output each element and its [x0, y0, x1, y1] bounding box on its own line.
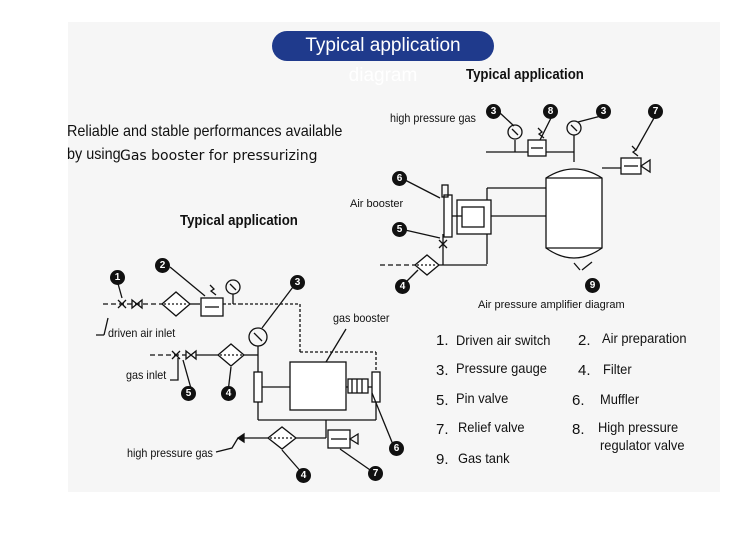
pressure-gauge-right-2	[566, 120, 582, 136]
legend-text-8: High pressure	[598, 419, 679, 435]
legend-num-6: 6.	[572, 392, 585, 409]
legend-text-9: Gas tank	[458, 450, 510, 466]
legend-num-9: 9.	[436, 451, 449, 468]
legend-num-3: 3.	[436, 362, 449, 379]
callout-right-8: 8	[543, 104, 558, 119]
legend-num-1: 1.	[436, 332, 449, 349]
label-driven-air-inlet: driven air inlet	[108, 326, 176, 340]
callout-right-3b: 3	[596, 104, 611, 119]
legend-text-1: Driven air switch	[456, 332, 551, 348]
callout-right-6: 6	[392, 171, 407, 186]
pressure-gauge-right-1	[507, 124, 523, 140]
callout-left-5: 5	[181, 386, 196, 401]
label-air-booster: Air booster	[350, 198, 404, 210]
callout-left-4b: 4	[296, 468, 311, 483]
intro-line-1: Reliable and stable performances availab…	[67, 123, 343, 140]
legend-text-7: Relief valve	[458, 419, 525, 435]
callout-right-4: 4	[395, 279, 410, 294]
legend-text-3: Pressure gauge	[456, 360, 547, 376]
legend-text-4: Filter	[603, 361, 632, 377]
callout-left-2: 2	[155, 258, 170, 273]
label-gas-inlet: gas inlet	[126, 368, 167, 382]
legend-text-6: Muffler	[600, 391, 640, 407]
legend-num-8: 8.	[572, 421, 585, 438]
callout-left-3: 3	[290, 275, 305, 290]
label-gas-booster: gas booster	[333, 311, 390, 325]
callout-right-9: 9	[585, 278, 600, 293]
gas-booster-body	[289, 361, 347, 411]
header-title: Typical application diagram	[272, 31, 494, 86]
label-high-pressure-gas-right: high pressure gas	[390, 111, 476, 125]
label-diagram-caption: Air pressure amplifier diagram	[478, 299, 625, 311]
muffler-left	[347, 378, 369, 394]
left-diagram-title: Typical application	[180, 212, 298, 229]
right-diagram-title: Typical application	[466, 66, 584, 83]
legend-text-8-line-2: regulator valve	[600, 437, 685, 453]
legend-text-2: Air preparation	[602, 330, 687, 346]
legend-num-2: 2.	[578, 332, 591, 349]
air-booster	[456, 199, 492, 235]
callout-left-4a: 4	[221, 386, 236, 401]
legend-text-5: Pin valve	[456, 390, 509, 406]
legend-num-7: 7.	[436, 421, 449, 438]
callout-left-6: 6	[389, 441, 404, 456]
intro-line-2-rest: Gas booster for pressurizing	[120, 148, 318, 164]
callout-right-3a: 3	[486, 104, 501, 119]
legend-num-5: 5.	[436, 392, 449, 409]
callout-right-7: 7	[648, 104, 663, 119]
legend-num-4: 4.	[578, 362, 591, 379]
callout-left-7: 7	[368, 466, 383, 481]
diagram-panel	[68, 22, 720, 492]
callout-left-1: 1	[110, 270, 125, 285]
gas-tank	[545, 168, 603, 259]
callout-right-5: 5	[392, 222, 407, 237]
intro-line-2-prefix: by using	[67, 146, 121, 163]
label-high-pressure-gas-left: high pressure gas	[127, 446, 213, 460]
